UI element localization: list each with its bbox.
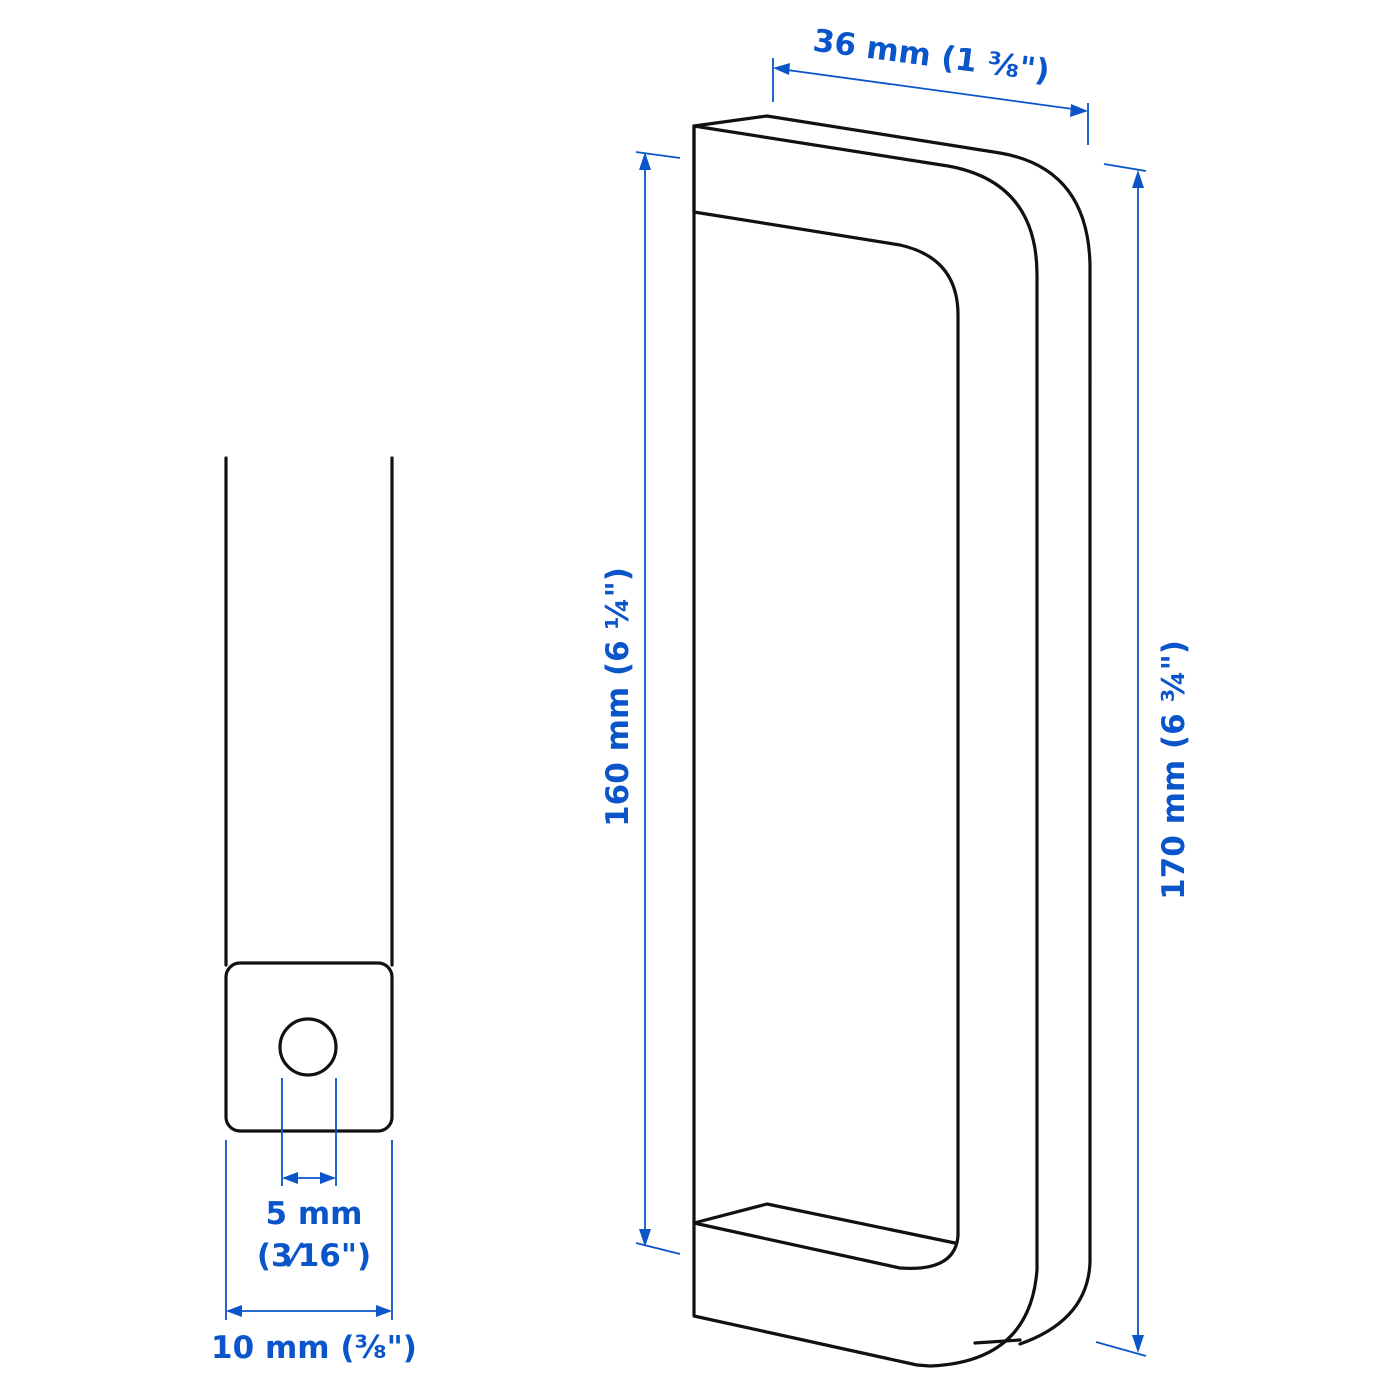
handle-bottom-arm-top bbox=[692, 1202, 957, 1245]
dimension-label-inner-height: 160 mm (6 ¼") bbox=[600, 567, 636, 827]
dimension-10mm: 10 mm (⅜") bbox=[211, 1140, 417, 1366]
end-view-base bbox=[224, 961, 394, 1133]
handle-side-view bbox=[692, 114, 1092, 1368]
arrow-down bbox=[1132, 1335, 1144, 1353]
dimension-170mm: 170 mm (6 ¾") bbox=[1095, 163, 1192, 1357]
handle-bottom-edge bbox=[973, 1338, 1022, 1345]
dimension-160mm: 160 mm (6 ¼") bbox=[600, 151, 681, 1255]
handle-front-outer bbox=[692, 124, 1039, 1368]
handle-top-face bbox=[692, 114, 1092, 1346]
dimension-label-bar-width: 10 mm (⅜") bbox=[211, 1330, 417, 1366]
arrow-up bbox=[1132, 170, 1144, 188]
handle-end-view bbox=[224, 456, 394, 1133]
handle-front-inner bbox=[692, 124, 960, 1270]
arrow-left bbox=[773, 63, 790, 75]
arrow-right bbox=[1070, 104, 1088, 117]
dimension-36mm: 36 mm (1 ⅜") bbox=[772, 23, 1089, 145]
arrow-down bbox=[639, 1229, 651, 1247]
dimension-label-width: 36 mm (1 ⅜") bbox=[811, 23, 1052, 90]
screw-hole bbox=[278, 1017, 338, 1077]
arrow-up bbox=[639, 152, 651, 170]
dimension-label-hole-in: (3⁄16") bbox=[257, 1238, 371, 1274]
dimension-5mm: 5 mm (3⁄16") bbox=[257, 1078, 371, 1274]
dimension-label-outer-height: 170 mm (6 ¾") bbox=[1156, 640, 1192, 900]
dimension-label-hole-mm: 5 mm bbox=[266, 1196, 363, 1232]
